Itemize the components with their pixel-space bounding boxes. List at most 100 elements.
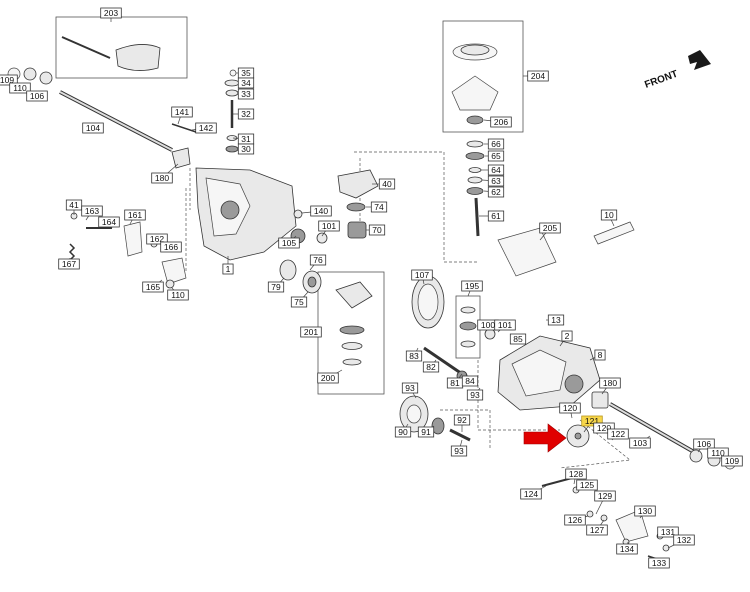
callout-8: 8 (589, 349, 606, 361)
callout-93: 93 (466, 387, 484, 401)
callout-label: 90 (398, 427, 408, 437)
callout-box (564, 514, 586, 526)
callout-label: 206 (494, 117, 508, 127)
callout-label: 109 (725, 456, 739, 466)
callout-165: 165 (142, 279, 164, 293)
callout-box (142, 281, 164, 293)
callout-127: 127 (586, 519, 608, 536)
callout-label: 61 (491, 211, 501, 221)
callout-122: 122 (607, 428, 629, 441)
callout-63: 63 (481, 175, 505, 187)
callout-label: 79 (271, 282, 281, 292)
callout-box (422, 361, 440, 373)
part-74-bearing (346, 202, 366, 212)
callout-box (171, 106, 193, 118)
callout-label: 32 (241, 109, 251, 119)
callout-79: 79 (267, 277, 285, 293)
part-70-gear (347, 221, 367, 239)
part-180-bracket (171, 147, 191, 169)
callout-box (82, 122, 104, 134)
callout-label: 93 (454, 446, 464, 456)
part-40-gear-assembly (337, 169, 379, 199)
callout-110: 110 (9, 82, 31, 94)
callout-box (26, 90, 48, 102)
callout-label: 63 (491, 176, 501, 186)
callout-label: 34 (241, 78, 251, 88)
callout-109: 109 (0, 74, 18, 86)
callout-label: 106 (30, 91, 44, 101)
callout-32: 32 (233, 108, 255, 120)
callout-label: 180 (155, 173, 169, 183)
callout-93: 93 (450, 439, 468, 457)
callout-140: 140 (301, 205, 332, 217)
part-205-bag (497, 227, 557, 277)
callout-box (616, 543, 638, 555)
callout-box (368, 224, 386, 236)
callout-box (487, 138, 505, 150)
part-162-166-165 (150, 240, 187, 289)
callout-74: 74 (366, 201, 388, 213)
callout-64: 64 (481, 164, 505, 176)
callout-box (100, 7, 122, 19)
callout-box (707, 447, 729, 459)
callout-box (394, 426, 412, 438)
callout-166: 166 (160, 241, 182, 253)
callout-box (594, 349, 606, 361)
callout-box (487, 175, 505, 187)
callout-label: 142 (199, 123, 213, 133)
callout-61: 61 (479, 210, 505, 222)
callout-84: 84 (461, 373, 479, 387)
callout-box (539, 222, 561, 234)
callout-box (594, 490, 616, 502)
callout-label: 204 (531, 71, 545, 81)
callout-box (9, 82, 31, 94)
callout-box (278, 237, 300, 249)
callout-204: 204 (523, 70, 549, 82)
callout-label: 132 (677, 535, 691, 545)
callout-141: 141 (171, 106, 193, 125)
callout-label: 122 (611, 429, 625, 439)
callout-box (693, 438, 715, 450)
callout-label: 107 (415, 270, 429, 280)
callout-35: 35 (236, 67, 255, 79)
callout-box (411, 269, 433, 281)
red-pointer-arrow (523, 423, 567, 453)
callout-layer: 2031091101061043534333231301411421802042… (0, 7, 743, 569)
callout-91: 91 (417, 425, 435, 438)
callout-box (629, 437, 651, 449)
callout-box (634, 505, 656, 517)
part-201-internals (335, 281, 373, 366)
callout-box (222, 263, 234, 275)
part-input-shaft-61-66 (465, 140, 485, 237)
callout-box (417, 426, 435, 438)
part-180-bracket-right (591, 391, 609, 409)
callout-box (160, 241, 182, 253)
assembly-line (477, 360, 560, 431)
callout-box (527, 70, 549, 82)
callout-box (559, 402, 581, 414)
callout-label: 180 (603, 378, 617, 388)
assembly-line (354, 151, 478, 263)
callout-label: 109 (0, 75, 14, 85)
part-100-washer (484, 328, 496, 340)
front-direction-indicator: FRONT (643, 50, 711, 91)
part-103-axle (609, 402, 695, 454)
callout-box (494, 319, 516, 331)
callout-box (461, 280, 483, 292)
callout-box (310, 205, 332, 217)
callout-label: 70 (372, 225, 382, 235)
part-10-sealant-tube (593, 221, 635, 245)
part-204-pulley-fan (451, 43, 499, 125)
callout-box (237, 143, 255, 155)
callout-label: 105 (282, 238, 296, 248)
callout-120: 120 (593, 422, 615, 434)
callout-2: 2 (559, 330, 573, 347)
callout-206: 206 (483, 116, 512, 128)
callout-box (721, 455, 743, 467)
callout-label: 41 (69, 200, 79, 210)
callout-box (581, 415, 603, 427)
callout-label: 166 (164, 242, 178, 252)
callout-label: 110 (711, 448, 725, 458)
callout-label: 103 (633, 438, 647, 448)
callout-85: 85 (509, 333, 527, 345)
